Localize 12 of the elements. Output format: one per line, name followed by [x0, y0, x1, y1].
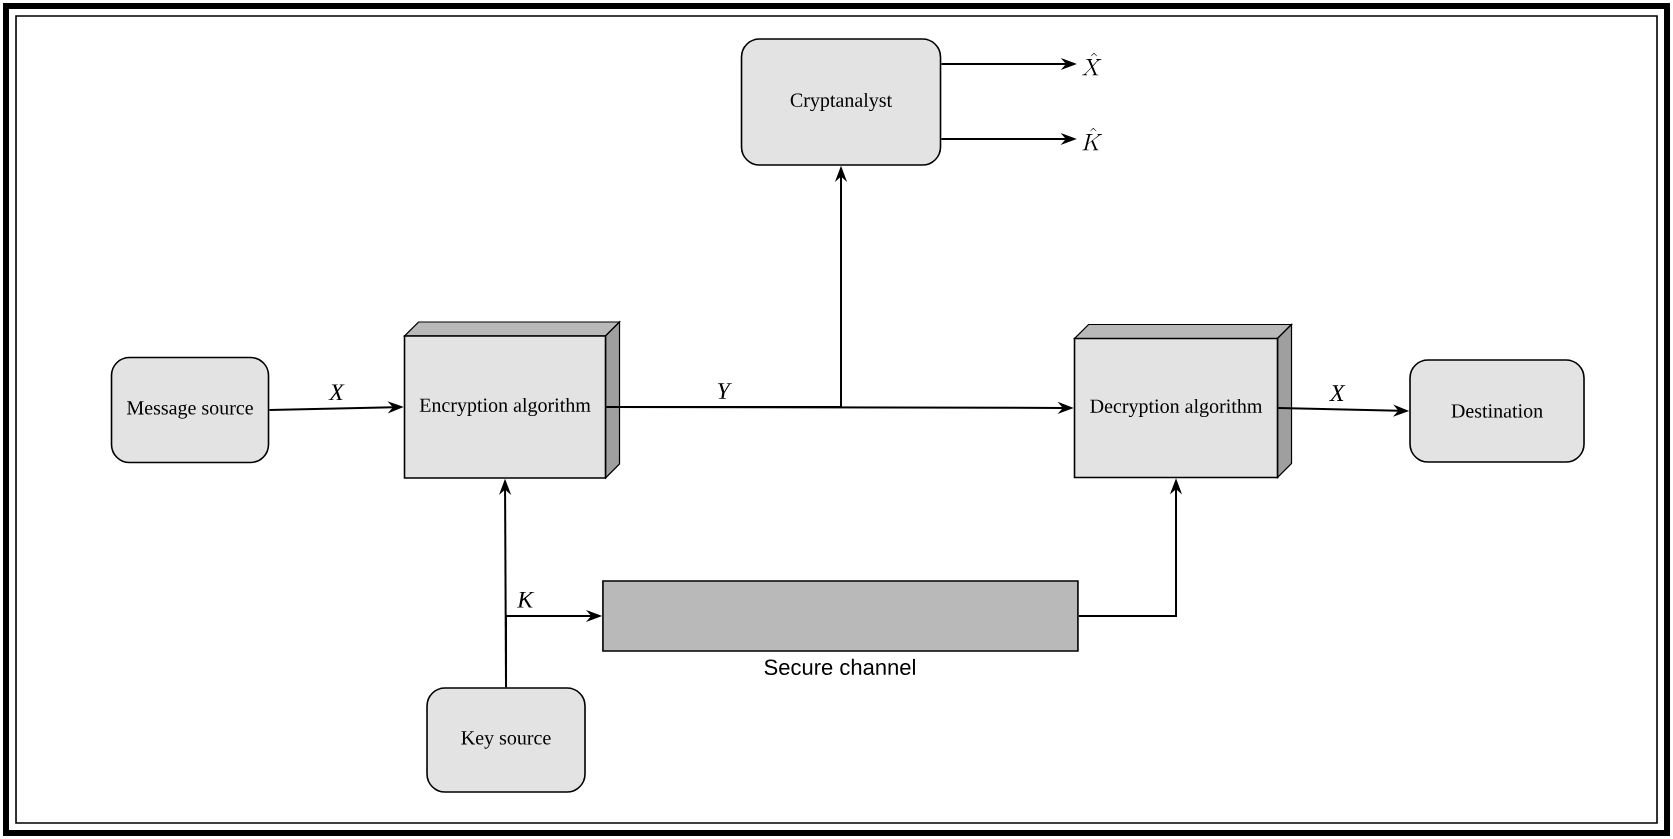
edge-label: K	[515, 589, 536, 610]
rounded-box: Message source	[110, 356, 270, 464]
output-symbol: $\hat{K}$	[1082, 127, 1103, 151]
secure-channel-cylinder	[602, 580, 1079, 652]
output-symbol: $\hat{X}$	[1081, 52, 1102, 76]
edge-label: Y	[714, 381, 732, 401]
algorithm-block: Decryption algorithm	[1073, 323, 1293, 479]
rounded-box: Cryptanalyst	[740, 38, 942, 166]
channel-label: Secure channel	[764, 658, 915, 676]
rounded-box: Key source	[426, 687, 586, 793]
rounded-box: Destination	[1409, 359, 1585, 463]
edge-label: X	[327, 382, 346, 403]
